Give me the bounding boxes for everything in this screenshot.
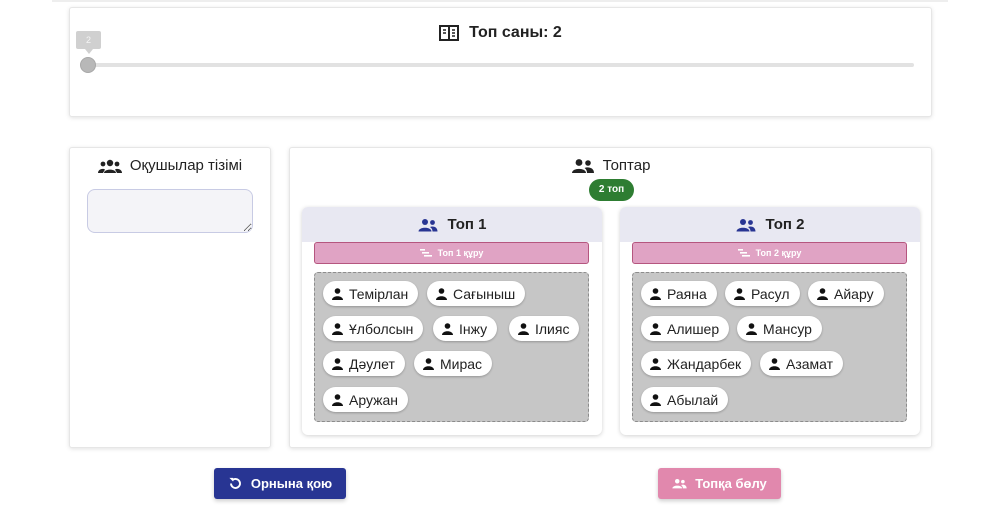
split-button-label: Топқа бөлу xyxy=(695,476,767,491)
group-count-badge: 2 топ xyxy=(589,179,634,201)
student-chip[interactable]: Сағыныш xyxy=(427,281,526,306)
group-card-2: Топ 2 Топ 2 құру Раяна Расул Айару xyxy=(620,207,920,435)
form-group-1-label: Топ 1 құру xyxy=(437,248,484,258)
group-count-label: Топ саны: 2 xyxy=(469,24,562,41)
person-icon xyxy=(650,287,661,300)
person-icon xyxy=(332,322,343,335)
form-group-1-button[interactable]: Топ 1 құру xyxy=(314,242,589,264)
student-chip[interactable]: Раяна xyxy=(641,281,717,306)
students-title-label: Оқушылар тізімі xyxy=(129,157,243,174)
form-group-2-label: Топ 2 құру xyxy=(755,248,802,258)
students-title: Оқушылар тізімі xyxy=(70,157,270,174)
people-icon xyxy=(736,218,756,231)
person-icon xyxy=(734,287,745,300)
person-icon xyxy=(332,357,343,370)
group-header-2: Топ 2 xyxy=(620,207,920,242)
student-chip[interactable]: Аружан xyxy=(323,387,409,412)
group-name: Топ 2 xyxy=(765,216,805,233)
refresh-icon xyxy=(229,477,241,489)
reset-button[interactable]: Орнына қою xyxy=(214,468,346,499)
group-2-drop-zone[interactable]: Раяна Расул Айару Алишер Мансур Жандарбе… xyxy=(632,272,907,422)
student-chip[interactable]: Алишер xyxy=(641,316,730,341)
person-icon xyxy=(332,393,343,406)
student-chip[interactable]: Мансур xyxy=(737,316,822,341)
person-icon xyxy=(518,322,529,335)
book-icon xyxy=(439,25,460,41)
student-chip[interactable]: Жандарбек xyxy=(641,351,752,376)
group-count-title: Топ саны: 2 xyxy=(70,24,931,42)
slider-tooltip: 2 xyxy=(76,31,101,54)
person-icon xyxy=(332,287,343,300)
person-icon xyxy=(442,322,453,335)
group-count-panel: Топ саны: 2 2 xyxy=(69,7,932,117)
person-icon xyxy=(423,357,434,370)
sort-icon xyxy=(419,249,432,257)
person-icon xyxy=(746,322,757,335)
student-chip[interactable]: Мирас xyxy=(414,351,493,376)
person-icon xyxy=(769,357,780,370)
student-chip[interactable]: Айару xyxy=(808,281,884,306)
person-icon xyxy=(650,322,661,335)
group-header-1: Топ 1 xyxy=(302,207,602,242)
form-group-2-button[interactable]: Топ 2 құру xyxy=(632,242,907,264)
split-into-groups-button[interactable]: Топқа бөлу xyxy=(658,468,781,499)
group-count-slider-track[interactable] xyxy=(88,63,914,67)
student-chip[interactable]: Темірлан xyxy=(323,281,419,306)
student-chip[interactable]: Абылай xyxy=(641,387,729,412)
person-icon xyxy=(817,287,828,300)
student-chip[interactable]: Азамат xyxy=(760,351,844,376)
person-icon xyxy=(436,287,447,300)
groups-title-label: Топтар xyxy=(602,157,651,174)
top-divider xyxy=(52,0,948,2)
person-icon xyxy=(650,357,661,370)
students-input[interactable] xyxy=(87,189,253,233)
student-chip[interactable]: Дәулет xyxy=(323,351,405,376)
people-icon xyxy=(672,479,687,489)
student-chip[interactable]: Ұлболсын xyxy=(323,316,424,341)
groups-panel: Топтар 2 топ Топ 1 Топ 1 құру Темірл xyxy=(289,147,932,448)
student-chip[interactable]: Ілияс xyxy=(509,316,580,341)
student-chip[interactable]: Інжу xyxy=(433,316,498,341)
group-name: Топ 1 xyxy=(447,216,487,233)
person-icon xyxy=(650,393,661,406)
reset-button-label: Орнына қою xyxy=(250,476,333,491)
group-card-1: Топ 1 Топ 1 құру Темірлан Сағыныш Ұлболс… xyxy=(302,207,602,435)
people-icon xyxy=(571,158,594,173)
students-panel: Оқушылар тізімі xyxy=(69,147,271,448)
group-count-slider-thumb[interactable] xyxy=(80,57,96,73)
student-chip[interactable]: Расул xyxy=(725,281,800,306)
groups-title: Топтар xyxy=(290,157,931,174)
people-icon xyxy=(97,159,122,173)
sort-icon xyxy=(737,249,750,257)
group-1-drop-zone[interactable]: Темірлан Сағыныш Ұлболсын Інжу Ілияс Дәу… xyxy=(314,272,589,422)
people-icon xyxy=(418,218,438,231)
